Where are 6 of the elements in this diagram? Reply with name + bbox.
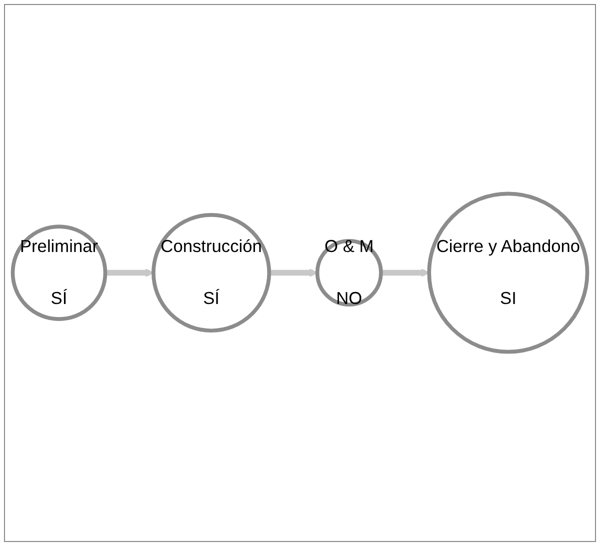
arrow — [105, 268, 154, 278]
node-circle: O & M NO — [315, 239, 383, 307]
arrow — [380, 268, 430, 278]
node-circle: Cierre y Abandono SI — [427, 192, 590, 354]
node-circle: Preliminar SÍ — [10, 224, 108, 322]
node-circle: Construcción SÍ — [152, 213, 272, 333]
